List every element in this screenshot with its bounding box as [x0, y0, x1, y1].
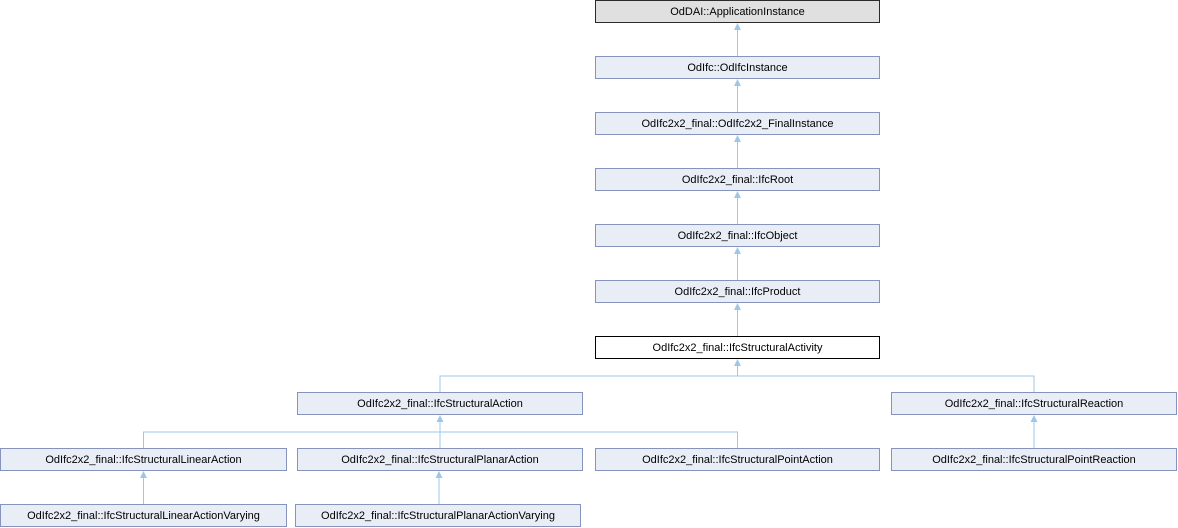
edge-branch-activity-children: [439, 375, 1035, 392]
arrowhead-icon: [734, 247, 741, 254]
node-ifc-structural-activity: OdIfc2x2_final::IfcStructuralActivity: [595, 336, 880, 359]
node-ifc-object[interactable]: OdIfc2x2_final::IfcObject: [595, 224, 880, 247]
arrowhead-icon: [734, 359, 741, 366]
node-ifc-structural-point-reaction[interactable]: OdIfc2x2_final::IfcStructuralPointReacti…: [891, 448, 1177, 471]
arrowhead-icon: [435, 471, 443, 478]
node-application-instance: OdDAI::ApplicationInstance: [595, 0, 880, 23]
arrowhead-icon: [1030, 415, 1038, 422]
node-ifc-structural-point-action[interactable]: OdIfc2x2_final::IfcStructuralPointAction: [595, 448, 880, 471]
node-odifc-instance[interactable]: OdIfc::OdIfcInstance: [595, 56, 880, 79]
node-ifc-structural-reaction[interactable]: OdIfc2x2_final::IfcStructuralReaction: [891, 392, 1177, 415]
node-ifc-structural-action[interactable]: OdIfc2x2_final::IfcStructuralAction: [297, 392, 583, 415]
node-odifc2x2-final-instance[interactable]: OdIfc2x2_final::OdIfc2x2_FinalInstance: [595, 112, 880, 135]
node-ifc-root[interactable]: OdIfc2x2_final::IfcRoot: [595, 168, 880, 191]
arrowhead-icon: [734, 303, 741, 310]
arrowhead-icon: [436, 415, 444, 422]
arrowhead-icon: [734, 79, 741, 86]
node-ifc-structural-linear-action[interactable]: OdIfc2x2_final::IfcStructuralLinearActio…: [0, 448, 287, 471]
node-ifc-structural-planar-action-varying[interactable]: OdIfc2x2_final::IfcStructuralPlanarActio…: [295, 504, 581, 527]
arrowhead-icon: [734, 135, 741, 142]
node-ifc-product[interactable]: OdIfc2x2_final::IfcProduct: [595, 280, 880, 303]
node-ifc-structural-planar-action[interactable]: OdIfc2x2_final::IfcStructuralPlanarActio…: [297, 448, 583, 471]
arrowhead-icon: [734, 191, 741, 198]
arrowhead-icon: [734, 23, 741, 30]
node-ifc-structural-linear-action-varying[interactable]: OdIfc2x2_final::IfcStructuralLinearActio…: [0, 504, 287, 527]
arrowhead-icon: [140, 471, 147, 478]
